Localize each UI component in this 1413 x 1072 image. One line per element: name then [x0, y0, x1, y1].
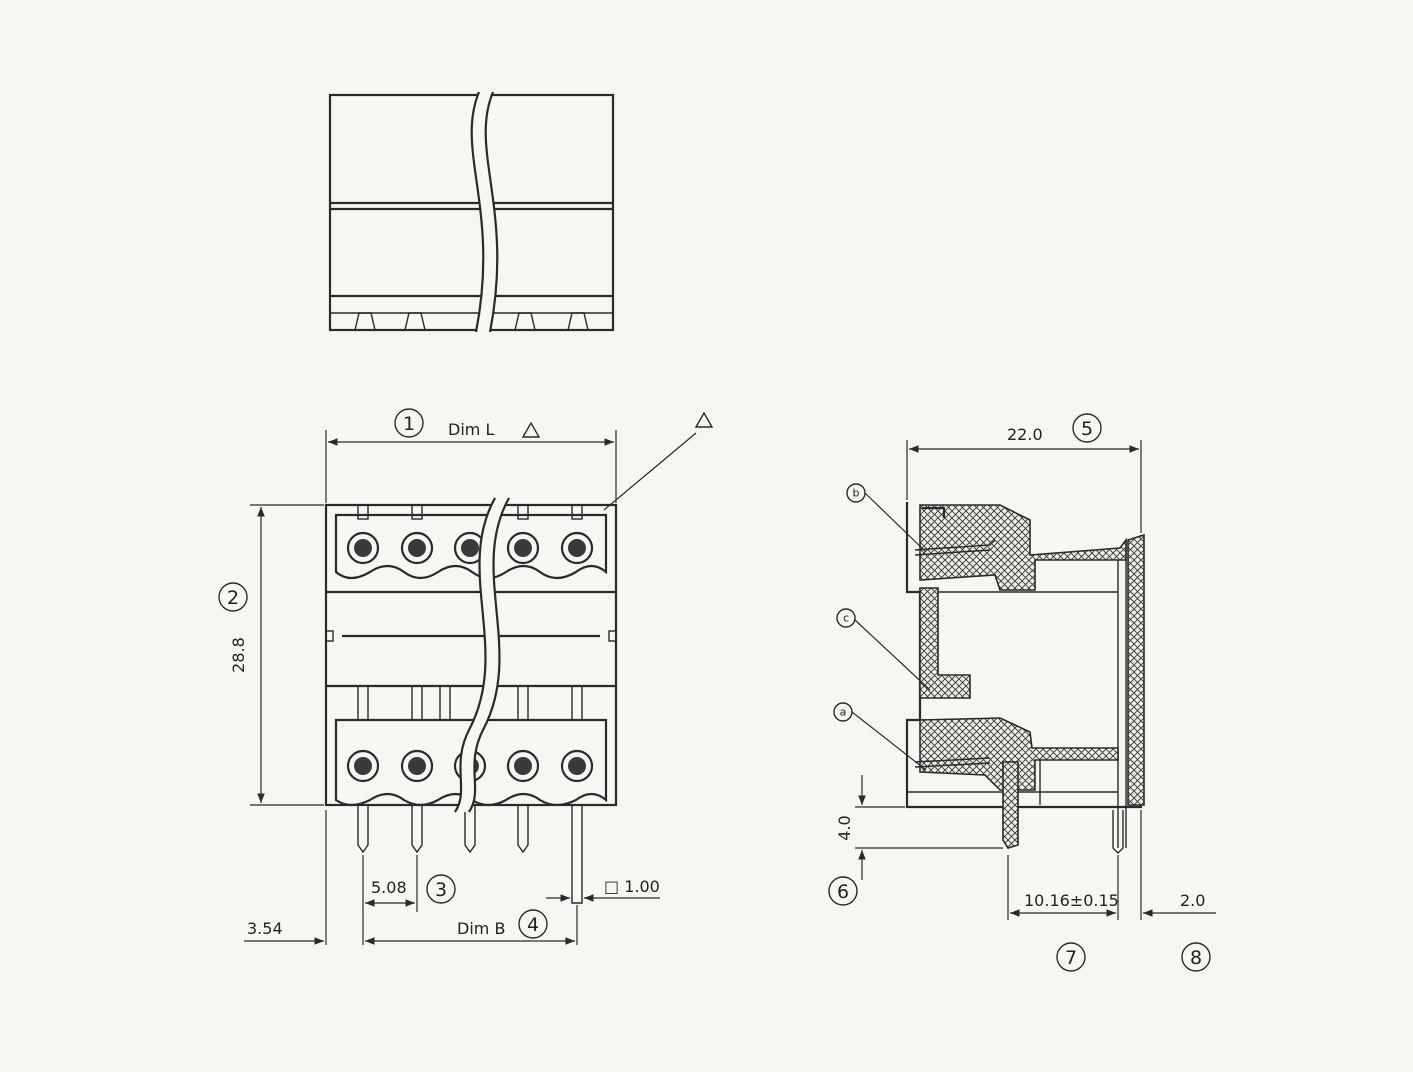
dim-22-label: 22.0: [1007, 425, 1043, 444]
svg-text:2: 2: [227, 587, 239, 609]
side-dimensions: [855, 440, 1216, 920]
dim-5-08-label: 5.08: [371, 878, 407, 897]
svg-text:5: 5: [1081, 418, 1093, 440]
dim-28-8-label: 28.8: [229, 637, 248, 673]
top-view: [328, 91, 615, 333]
upper-screws: [346, 531, 594, 565]
svg-text:7: 7: [1065, 947, 1077, 969]
callout-6: 6: [828, 876, 858, 906]
front-view: [324, 497, 618, 904]
callout-8: 8: [1181, 942, 1211, 972]
callout-2: 2: [218, 582, 248, 612]
svg-text:3: 3: [435, 879, 447, 901]
dim-4-0-label: 4.0: [835, 815, 854, 840]
marker-b: b: [853, 487, 860, 500]
callout-3: 3: [426, 874, 456, 904]
callout-4: 4: [518, 909, 548, 939]
marker-a: a: [840, 706, 847, 719]
callout-1: 1: [394, 408, 424, 438]
front-dimensions: [244, 411, 714, 945]
dim-10-16-label: 10.16±0.15: [1024, 891, 1119, 910]
dim-1-00-label: □ 1.00: [604, 877, 660, 896]
dim-l-label: Dim L: [448, 420, 494, 439]
svg-text:1: 1: [403, 413, 415, 435]
callout-5: 5: [1072, 413, 1102, 443]
dim-b-label: Dim B: [457, 919, 505, 938]
svg-text:4: 4: [527, 914, 539, 936]
svg-text:6: 6: [837, 881, 849, 903]
side-view: [833, 483, 1145, 854]
svg-text:8: 8: [1190, 947, 1202, 969]
dim-3-54-label: 3.54: [247, 919, 283, 938]
callout-7: 7: [1056, 942, 1086, 972]
dim-2-0-label: 2.0: [1180, 891, 1205, 910]
pins: [357, 805, 583, 904]
marker-c: c: [843, 612, 849, 625]
